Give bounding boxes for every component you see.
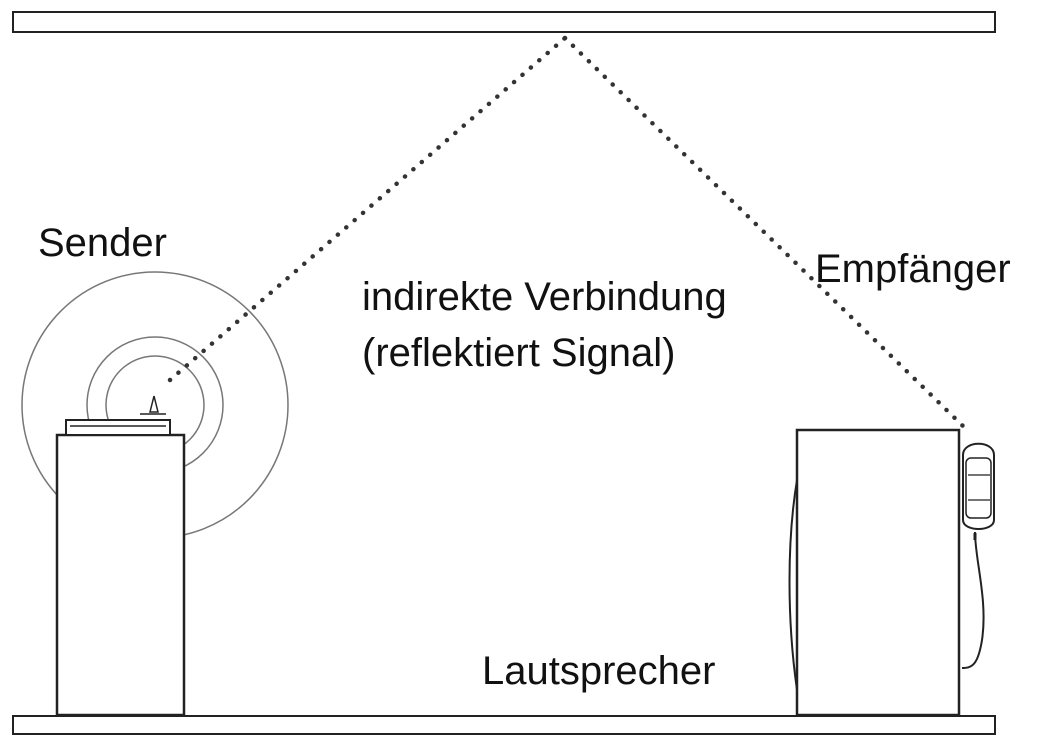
sender-label: Sender <box>38 221 167 265</box>
reflected-signal-label: (reflektiert Signal) <box>362 331 675 375</box>
ceiling <box>12 11 996 33</box>
speaker-cabinet <box>795 428 961 717</box>
signal-path-down <box>562 35 968 431</box>
sender-antenna <box>149 395 159 413</box>
signal-path-up <box>167 35 568 383</box>
sender-device <box>65 395 171 436</box>
speaker-wave-edge <box>788 479 798 691</box>
sender-cabinet <box>55 433 186 717</box>
sender-device-body <box>65 419 171 436</box>
receiver-cable <box>961 531 985 669</box>
receiver-device <box>961 442 995 669</box>
speaker-label: Lautsprecher <box>482 649 715 693</box>
floor <box>12 715 996 735</box>
indirect-connection-label: indirekte Verbindung <box>362 275 727 319</box>
receiver-label: Empfänger <box>815 247 1011 291</box>
